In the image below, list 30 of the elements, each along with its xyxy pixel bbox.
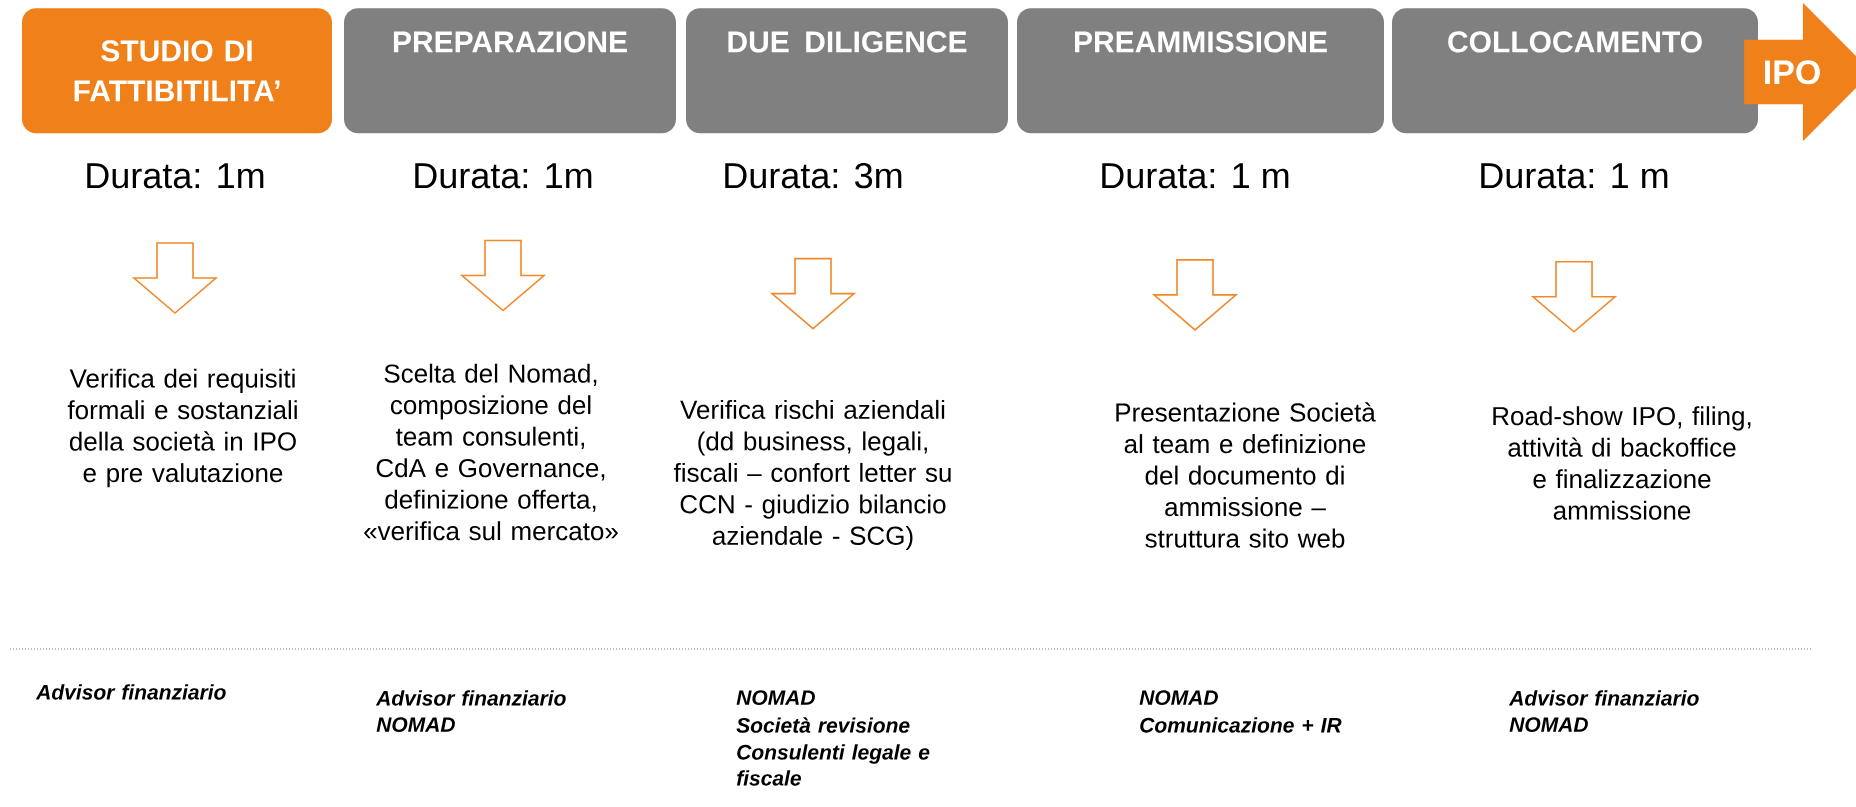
actor-text: Advisor finanziario xyxy=(1508,690,1699,706)
description-text: Verifica dei requisiti formali e sostanziali della società in IPO e pre valutazione xyxy=(67,368,297,488)
phase-box: PREAMMISSIONE xyxy=(1017,8,1384,134)
hollow-arrow xyxy=(1151,259,1239,331)
actor-text: Consulenti legale e fiscale xyxy=(736,744,930,786)
duration-text: Durata: 1m xyxy=(87,163,264,189)
hollow-arrow xyxy=(1530,261,1618,333)
phase-box: DUE DILIGENCE xyxy=(686,8,1008,134)
duration-text: Durata: 1m xyxy=(415,163,592,189)
phase-box: PREPARAZIONE xyxy=(344,8,676,134)
description-text: Road-show IPO, filing, attività di backoffice e finalizzazione ammissione xyxy=(1493,406,1751,520)
actor-text: Comunicazione + IR xyxy=(1140,717,1342,733)
hollow-arrow xyxy=(459,239,547,312)
phase-box: COLLOCAMENTO xyxy=(1392,8,1758,134)
duration-text: Durata: 1 m xyxy=(1102,163,1289,189)
actor-text: NOMAD xyxy=(736,690,815,706)
actor-text: NOMAD xyxy=(1139,690,1218,706)
description-text: Presentazione Società al team e definizione del documento di ammissione – struttura sito web xyxy=(1116,402,1376,548)
duration-text: Durata: 1 m xyxy=(1481,163,1668,189)
actor-text: Advisor finanziario xyxy=(375,690,566,706)
duration-text: Durata: 3m xyxy=(725,162,902,189)
actor-text: Società revisione xyxy=(736,717,910,733)
phase-box: STUDIO DI FATTIBITILITA’ xyxy=(22,8,332,134)
actor-text: NOMAD xyxy=(376,717,455,733)
description-text: Verifica rischi aziendali (dd business, legali, fiscali – confort letter su CCN - giudizio bilancio aziendale - SCG) xyxy=(673,399,951,551)
hollow-arrow xyxy=(769,257,857,330)
actor-text: NOMAD xyxy=(1509,717,1588,733)
description-text: Scelta del Nomad, composizione del team consulenti, CdA e Governance, definizione offerta, «verifica sul mercato» xyxy=(364,363,618,541)
actor-text: Advisor finanziario xyxy=(35,684,226,700)
hollow-arrow xyxy=(131,242,219,315)
